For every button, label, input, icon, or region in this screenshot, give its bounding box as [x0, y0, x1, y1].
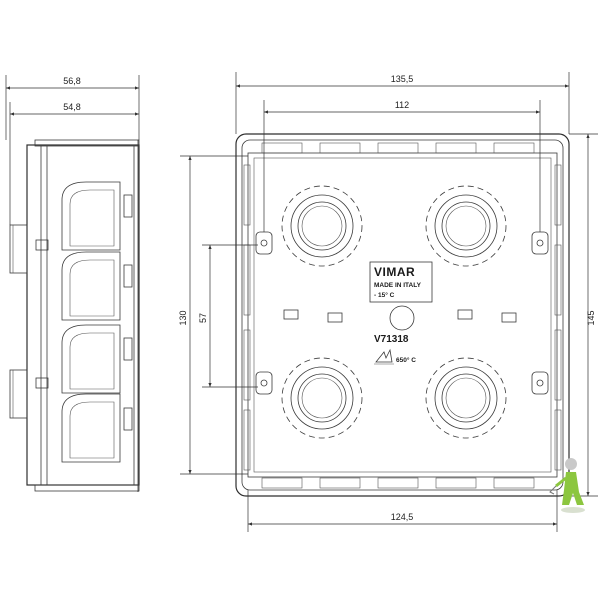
side-knockout	[61, 251, 121, 321]
dim-bottom-width: 124,5	[391, 512, 414, 522]
side-dimension-inner: 54,8	[9, 102, 139, 225]
dim-side-outer: 56,8	[63, 76, 81, 86]
dim-side-inner: 54,8	[63, 102, 81, 112]
brand-label: VIMAR	[374, 265, 415, 279]
mount-slot	[457, 309, 473, 320]
side-knockout	[61, 324, 121, 394]
front-dimension-inner-height: 130	[178, 155, 248, 475]
dim-hole-spacing: 57	[198, 313, 208, 323]
glow-wire-label: 650° C	[396, 356, 416, 364]
front-dimension-hole-spacing: 57	[198, 244, 258, 388]
side-knockout	[61, 393, 121, 463]
flame-icon	[374, 348, 394, 365]
side-dimension-outer: 56,8	[5, 75, 140, 140]
knockout-top-left	[281, 185, 363, 267]
model-code: V71318	[374, 334, 409, 345]
side-view	[9, 139, 140, 492]
knockout-top-right	[425, 185, 507, 267]
product-label: VIMAR MADE IN ITALY - 15° C V71318 650° …	[369, 261, 433, 365]
front-dimension-outer-width: 135,5	[235, 72, 570, 134]
mount-slot	[327, 312, 343, 323]
made-in-label: MADE IN ITALY	[374, 282, 422, 289]
screw-hole	[255, 231, 273, 255]
min-temperature-label: - 15° C	[374, 291, 395, 299]
dim-front-outer-width: 135,5	[391, 74, 414, 84]
center-hole	[389, 305, 415, 331]
front-view: VIMAR MADE IN ITALY - 15° C V71318 650° …	[235, 133, 570, 497]
mount-slot	[501, 312, 517, 323]
dim-front-inner-width: 112	[395, 100, 409, 110]
knockout-bottom-left	[281, 357, 363, 439]
mascot-icon	[549, 458, 585, 513]
front-dimension-bottom-width: 124,5	[247, 490, 558, 532]
side-knockout	[61, 181, 121, 251]
dim-front-inner-height: 130	[178, 310, 188, 325]
dim-front-outer-height: 145	[586, 310, 596, 325]
screw-hole	[531, 231, 549, 255]
screw-hole	[255, 371, 273, 395]
knockout-bottom-right	[425, 357, 507, 439]
front-dimension-inner-width: 112	[263, 100, 541, 232]
rim-segments	[243, 142, 562, 489]
front-dimension-outer-height: 145	[569, 133, 598, 497]
screw-hole	[531, 371, 549, 395]
mount-slot	[283, 309, 299, 320]
